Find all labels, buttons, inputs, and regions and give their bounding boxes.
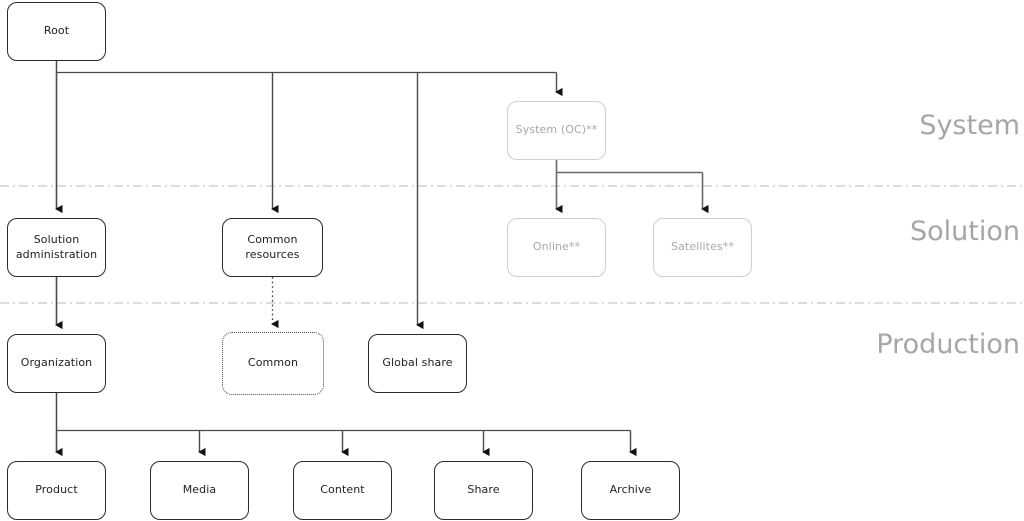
node-organization-label: Organization <box>20 356 93 370</box>
edge-root-bus <box>55 61 557 74</box>
node-common[interactable]: Common <box>222 332 324 395</box>
node-system-oc[interactable]: System (OC)** <box>507 101 606 160</box>
node-solution-administration[interactable]: Solution administration <box>7 218 106 277</box>
node-common-resources[interactable]: Common resources <box>222 218 323 277</box>
node-share-label: Share <box>467 483 500 497</box>
node-online-label: Online** <box>532 240 581 254</box>
node-common-resources-label: Common resources <box>245 233 300 261</box>
edge-organization-bus <box>55 393 631 432</box>
node-archive-label: Archive <box>609 483 652 497</box>
node-organization[interactable]: Organization <box>7 334 106 393</box>
node-common-label: Common <box>247 356 299 370</box>
node-content[interactable]: Content <box>293 461 392 520</box>
node-media-label: Media <box>182 483 217 497</box>
node-satellites[interactable]: Satellites** <box>653 218 752 277</box>
node-global-share-label: Global share <box>382 356 453 370</box>
zone-label-system: System <box>919 110 1020 141</box>
node-system-oc-label: System (OC)** <box>515 123 598 137</box>
node-archive[interactable]: Archive <box>581 461 680 520</box>
node-solution-administration-label: Solution administration <box>15 233 98 261</box>
node-satellites-label: Satellites** <box>671 240 734 254</box>
edge-system-oc-bus <box>555 160 703 174</box>
node-global-share[interactable]: Global share <box>368 334 467 393</box>
node-online[interactable]: Online** <box>507 218 606 277</box>
zone-label-production: Production <box>876 329 1020 360</box>
node-media[interactable]: Media <box>150 461 249 520</box>
node-root[interactable]: Root <box>7 2 106 61</box>
zone-label-solution: Solution <box>910 216 1020 247</box>
node-product-label: Product <box>35 483 78 497</box>
node-product[interactable]: Product <box>7 461 106 520</box>
node-content-label: Content <box>320 483 365 497</box>
node-root-label: Root <box>43 24 70 38</box>
node-share[interactable]: Share <box>434 461 533 520</box>
